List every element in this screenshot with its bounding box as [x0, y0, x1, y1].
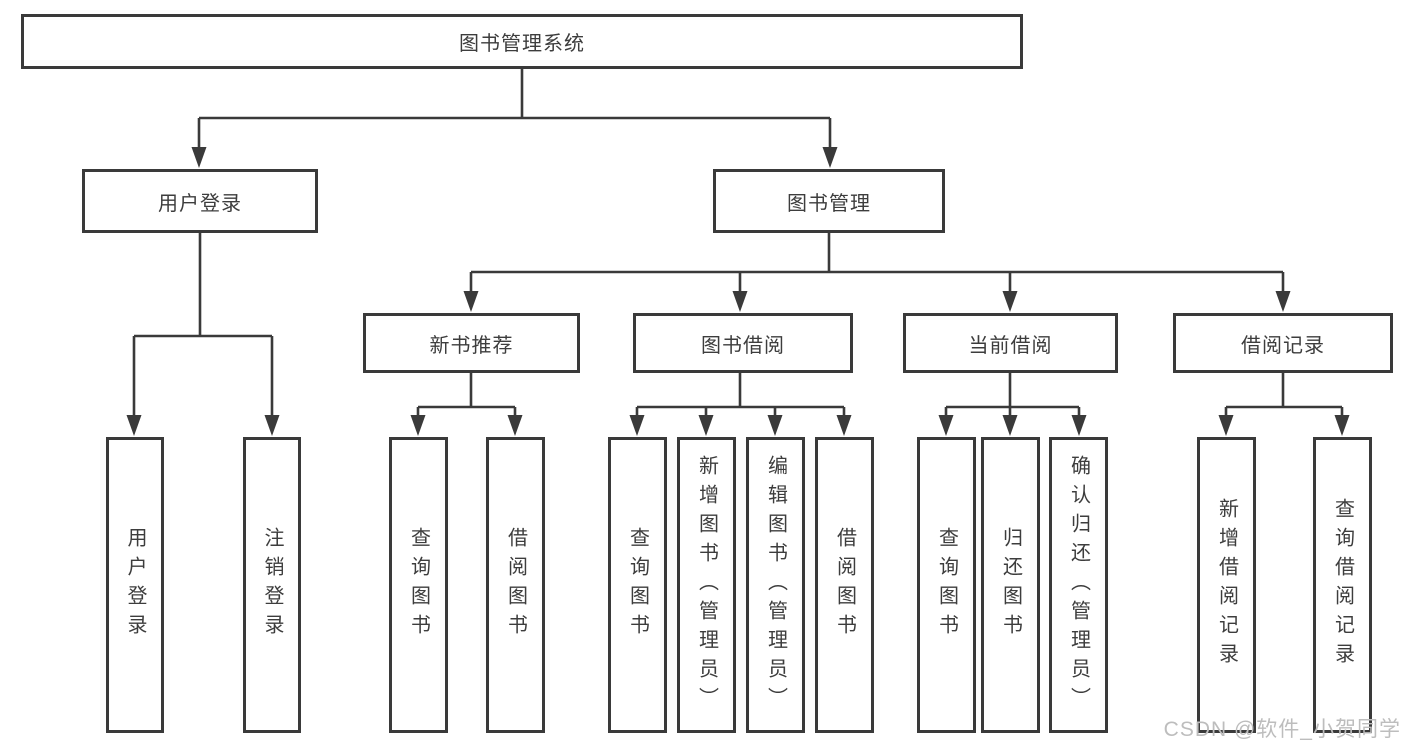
node-user-login: 用户登录 [82, 169, 318, 233]
node-label: 确认归还（管理员） [1067, 454, 1090, 716]
node-library-management-system: 图书管理系统 [21, 14, 1023, 69]
node-label: 当前借阅 [968, 334, 1053, 357]
leaf-query-books-recommend: 查询图书 [389, 437, 448, 733]
leaf-add-borrow-record: 新增借阅记录 [1197, 437, 1256, 733]
node-label: 归还图书 [999, 527, 1022, 643]
leaf-query-borrow-record: 查询借阅记录 [1313, 437, 1372, 733]
leaf-logout: 注销登录 [243, 437, 301, 733]
node-borrowing-records: 借阅记录 [1173, 313, 1393, 373]
leaf-query-books-current: 查询图书 [917, 437, 976, 733]
leaf-borrow-books: 借阅图书 [815, 437, 874, 733]
node-label: 借阅记录 [1241, 334, 1325, 357]
node-label: 图书管理 [787, 192, 871, 215]
node-label: 图书借阅 [701, 334, 785, 357]
arrowheads [126, 147, 1350, 436]
node-label: 用户登录 [158, 192, 242, 215]
node-label: 新书推荐 [429, 334, 514, 357]
leaf-add-books-admin: 新增图书（管理员） [677, 437, 736, 733]
csdn-watermark: CSDN @软件_小贺同学 [1163, 718, 1401, 741]
node-label: 编辑图书（管理员） [764, 454, 787, 716]
node-label: 借阅图书 [833, 527, 856, 643]
node-label: 用户登录 [124, 527, 146, 643]
node-label: 查询借阅记录 [1331, 498, 1354, 672]
node-label: 查询图书 [407, 527, 430, 643]
node-label: 查询图书 [935, 527, 958, 643]
leaf-user-login: 用户登录 [106, 437, 164, 733]
leaf-query-books-borrowing: 查询图书 [608, 437, 667, 733]
node-book-management: 图书管理 [713, 169, 945, 233]
leaf-confirm-return-admin: 确认归还（管理员） [1049, 437, 1108, 733]
node-label: 新增图书（管理员） [695, 454, 718, 716]
node-new-book-recommendation: 新书推荐 [363, 313, 580, 373]
node-label: 图书管理系统 [459, 33, 585, 55]
node-book-borrowing: 图书借阅 [633, 313, 853, 373]
node-label: 注销登录 [261, 527, 283, 643]
node-label: 新增借阅记录 [1215, 498, 1238, 672]
leaf-borrow-books-recommend: 借阅图书 [486, 437, 545, 733]
leaf-return-books: 归还图书 [981, 437, 1040, 733]
node-label: 查询图书 [626, 527, 649, 643]
node-label: 借阅图书 [504, 527, 527, 643]
leaf-edit-books-admin: 编辑图书（管理员） [746, 437, 805, 733]
node-current-borrowing: 当前借阅 [903, 313, 1118, 373]
